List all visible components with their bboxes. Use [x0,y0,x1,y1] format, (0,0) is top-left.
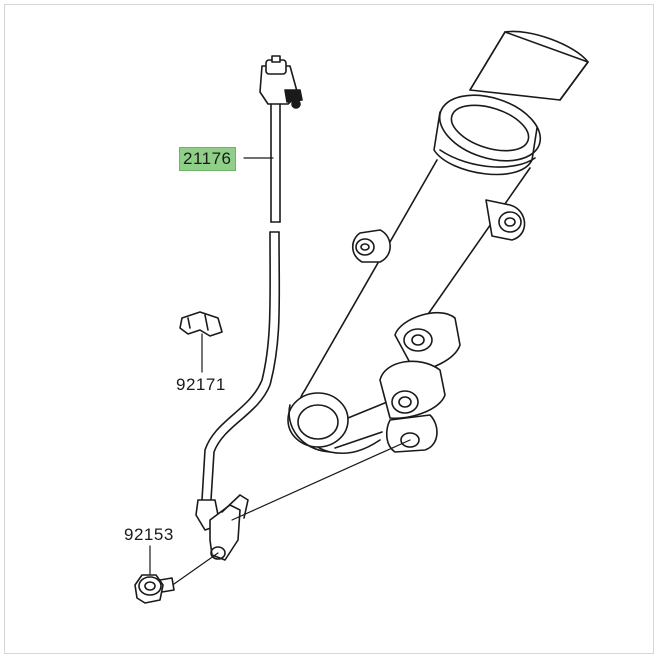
part-label-92171[interactable]: 92171 [176,375,226,394]
caliper-mount-upper [379,312,461,420]
caliper-mount-lower [385,414,438,453]
diagram-frame [4,4,654,654]
fender-mount-tab-upper [485,199,526,241]
abs-sensor-connector [259,55,303,109]
flange-bolt [134,574,175,604]
fork-outer-leg [297,94,542,455]
abs-sensor-cable [201,103,281,501]
fender-mount-tab-left [351,229,391,263]
axle-boss [287,392,393,453]
part-label-21176[interactable]: 21176 [179,147,236,171]
part-label-92153[interactable]: 92153 [124,525,174,544]
fork-tube [469,30,589,101]
leader-lines [149,157,411,585]
cable-clamp [179,311,223,337]
abs-sensor-head [195,494,249,561]
